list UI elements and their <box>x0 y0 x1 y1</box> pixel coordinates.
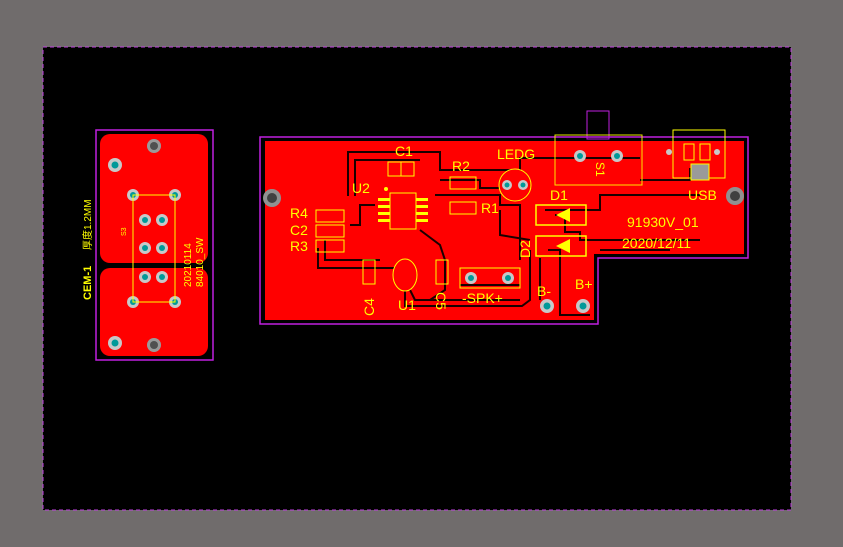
u1-footprint[interactable] <box>392 258 418 292</box>
u2-pin1-dot <box>384 187 388 191</box>
label-d2: D2 <box>517 240 533 258</box>
main-board-copper <box>265 141 744 320</box>
label-c5: C5 <box>433 292 449 310</box>
label-b-minus: B- <box>537 283 551 299</box>
label-r3: R3 <box>290 238 308 254</box>
date-label-small-board: 20210114 <box>183 243 194 287</box>
s1-footprint[interactable] <box>554 134 643 186</box>
label-u2: U2 <box>352 180 370 196</box>
thickness-label: 厚度1.2MM <box>81 199 94 250</box>
label-c2: C2 <box>290 222 308 238</box>
label-b-plus: B+ <box>575 276 593 292</box>
d2-footprint[interactable] <box>535 235 587 257</box>
label-r2: R2 <box>452 158 470 174</box>
label-r1: R1 <box>481 200 499 216</box>
label-ledg: LEDG <box>497 146 535 162</box>
c5-footprint[interactable] <box>435 259 449 285</box>
cem-label: CEM-1 <box>82 266 94 300</box>
label-spk: -SPK+ <box>462 290 503 306</box>
c4-footprint[interactable] <box>362 259 376 285</box>
label-r4: R4 <box>290 205 308 221</box>
switch-silkscreen-outline <box>132 194 176 303</box>
label-c1: C1 <box>395 143 413 159</box>
ledg-footprint[interactable] <box>498 168 532 202</box>
mount-hole-drill <box>150 142 158 150</box>
spk-footprint[interactable] <box>459 267 521 289</box>
d1-footprint[interactable] <box>535 204 587 226</box>
mount-hole-drill <box>150 341 158 349</box>
label-u1: U1 <box>398 297 416 313</box>
main-board[interactable]: S1 C1 U2 R2 R1 LEDG R4 C2 R3 C4 U1 C5 -S… <box>259 110 749 325</box>
silkscreen-labels: C1 U2 R2 R1 LEDG R4 C2 R3 C4 U1 C5 -SPK+… <box>290 143 717 316</box>
s3-label: S3 <box>121 227 128 236</box>
r4-footprint[interactable] <box>315 209 345 223</box>
label-d1: D1 <box>550 187 568 203</box>
label-c4: C4 <box>361 298 377 316</box>
r3-footprint[interactable] <box>315 239 345 253</box>
s1-label: S1 <box>593 162 607 177</box>
label-usb: USB <box>688 187 717 203</box>
part-label-small-board: 84010_SW <box>195 237 206 287</box>
label-date: 2020/12/11 <box>622 235 691 251</box>
main-board-outline <box>259 136 749 325</box>
c2-footprint[interactable] <box>315 224 345 238</box>
r2-footprint[interactable] <box>449 176 477 190</box>
small-board[interactable]: S3 CEM-1 厚度1.2MM 20210114 84010_SW <box>81 129 214 361</box>
small-board-pads <box>108 158 181 350</box>
r1-footprint[interactable] <box>449 201 477 215</box>
trace-outlines <box>317 151 700 316</box>
u2-pins <box>378 198 428 222</box>
small-board-outline <box>95 129 214 361</box>
label-part-number: 91930V_01 <box>627 214 699 230</box>
switch-s1-outline <box>586 110 610 140</box>
u2-chip-body[interactable] <box>389 192 417 230</box>
usb-connector <box>690 163 710 181</box>
small-board-copper-top <box>100 134 208 263</box>
board-outline-dashed <box>42 46 792 511</box>
small-board-copper-bottom <box>100 268 208 356</box>
